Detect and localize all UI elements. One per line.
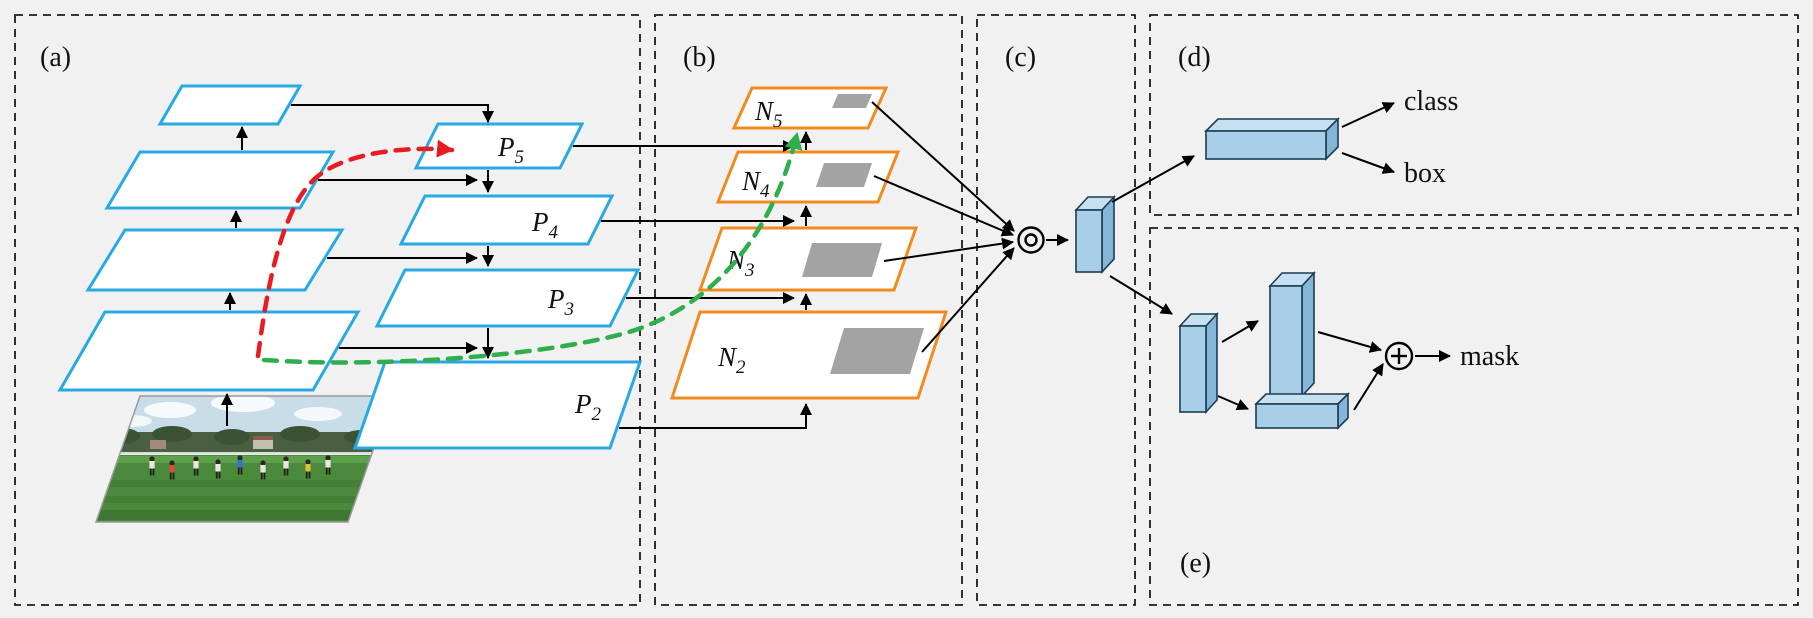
- n5-label: N5: [754, 96, 783, 132]
- p2-feature-map: [352, 360, 643, 450]
- arrow-n5-patch-to-fusion: [871, 101, 1015, 232]
- n3-roi-patch: [802, 243, 882, 277]
- panel-a-label: (a): [40, 42, 71, 73]
- panel-e-label: (e): [1180, 548, 1211, 579]
- mask-input-box: [1178, 311, 1219, 415]
- fc-feature-bar: [1204, 117, 1340, 161]
- fpn-pyramid: P5 P4 P3 P2: [291, 104, 643, 450]
- green-dashed-shortcut-path: [261, 131, 803, 365]
- backbone-level-3: [104, 150, 336, 210]
- red-dashed-long-path: [255, 139, 455, 359]
- p2-label: P2: [574, 389, 602, 425]
- input-image-border: [94, 395, 394, 523]
- adaptive-feature-pooling: [871, 101, 1195, 353]
- p3-label: P3: [547, 284, 574, 320]
- arrow-to-mask-branch: [1109, 275, 1173, 315]
- p4-label: P4: [531, 207, 559, 243]
- panel-e-border: [1149, 227, 1799, 606]
- panel-b-label: (b): [683, 42, 716, 73]
- p5-feature-map: [413, 122, 585, 170]
- panel-d-label: (d): [1178, 42, 1211, 73]
- runner-figures: [149, 455, 331, 480]
- backbone-stack: [57, 84, 361, 392]
- arrow-backbone-top-to-p5: [291, 104, 494, 123]
- p5-label: P5: [497, 132, 524, 168]
- arrow-to-box: [1341, 152, 1395, 174]
- conv-feature-box: [1268, 270, 1316, 399]
- panel-a-border: [14, 14, 641, 606]
- backbone-level-4: [157, 84, 303, 126]
- arrow-to-box-branch: [1111, 155, 1195, 203]
- arrow-n2-patch-to-fusion: [921, 247, 1015, 353]
- class-output-label: class: [1404, 86, 1458, 117]
- backbone-level-2: [85, 228, 345, 292]
- circled-plus-icon: [1384, 341, 1414, 371]
- arrow-n4-patch-to-fusion: [873, 175, 1014, 237]
- arrow-p2-to-n2: [619, 403, 812, 429]
- bottom-up-augmentation: N5 N4 N3 N2: [573, 86, 949, 429]
- panel-d-border: [1149, 14, 1799, 216]
- fc-fusion-bar: [1254, 392, 1350, 430]
- arrow-conv-to-sum: [1317, 331, 1382, 353]
- n4-label: N4: [741, 166, 770, 202]
- box-branch: class box: [1204, 86, 1458, 189]
- mask-output-label: mask: [1460, 341, 1519, 372]
- p3-feature-map: [374, 268, 641, 328]
- n5-roi-patch: [832, 94, 872, 108]
- n2-label: N2: [717, 342, 746, 378]
- arrow-to-fc-bar: [1217, 395, 1249, 411]
- input-image: [94, 393, 394, 523]
- arrow-n3-patch-to-fusion: [883, 237, 1014, 262]
- pooled-feature-box: [1074, 194, 1116, 275]
- panel-b-border: [654, 14, 963, 606]
- n2-roi-patch: [830, 328, 924, 374]
- arrow-to-conv-box: [1221, 320, 1259, 343]
- p4-feature-map: [398, 194, 615, 246]
- panel-c-border: [976, 14, 1136, 606]
- panel-c-label: (c): [1005, 42, 1036, 73]
- mask-branch: mask: [1178, 270, 1519, 430]
- arrow-to-class: [1341, 102, 1395, 128]
- arrow-fc-to-sum: [1353, 363, 1384, 411]
- circled-dot-inner: [1024, 233, 1038, 247]
- box-output-label: box: [1404, 158, 1446, 189]
- backbone-level-1: [57, 310, 361, 392]
- n4-roi-patch: [816, 163, 872, 187]
